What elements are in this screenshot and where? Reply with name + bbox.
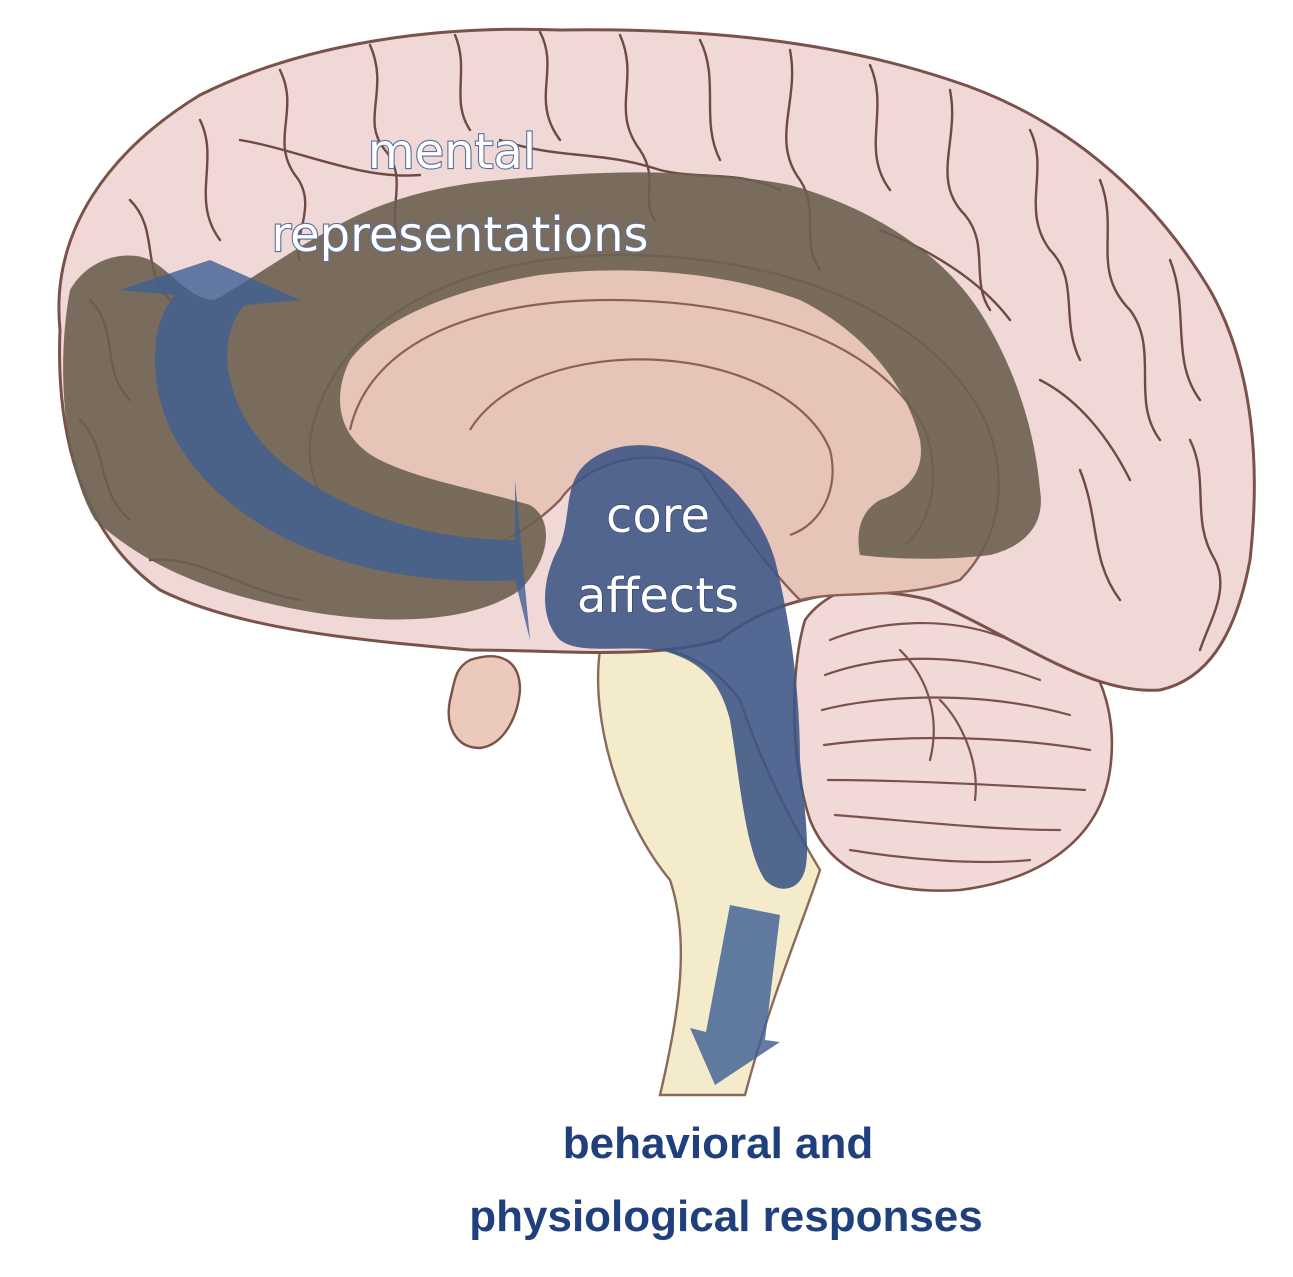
cerebellum-folds: [820, 622, 1092, 864]
output-arrow: [690, 905, 780, 1085]
label-response-line2: physiological responses: [469, 1192, 983, 1241]
feedback-arrow: [120, 260, 530, 640]
pituitary: [447, 655, 522, 750]
label-response-line1: behavioral and: [563, 1119, 874, 1168]
core-affects-region: [545, 445, 808, 889]
thalamus-outline: [469, 358, 834, 537]
label-mental-line2: representations: [271, 207, 648, 263]
label-core-line2: affects: [577, 568, 739, 624]
label-core-line1: core: [606, 488, 710, 544]
label-mental-line1: mental: [368, 124, 536, 180]
